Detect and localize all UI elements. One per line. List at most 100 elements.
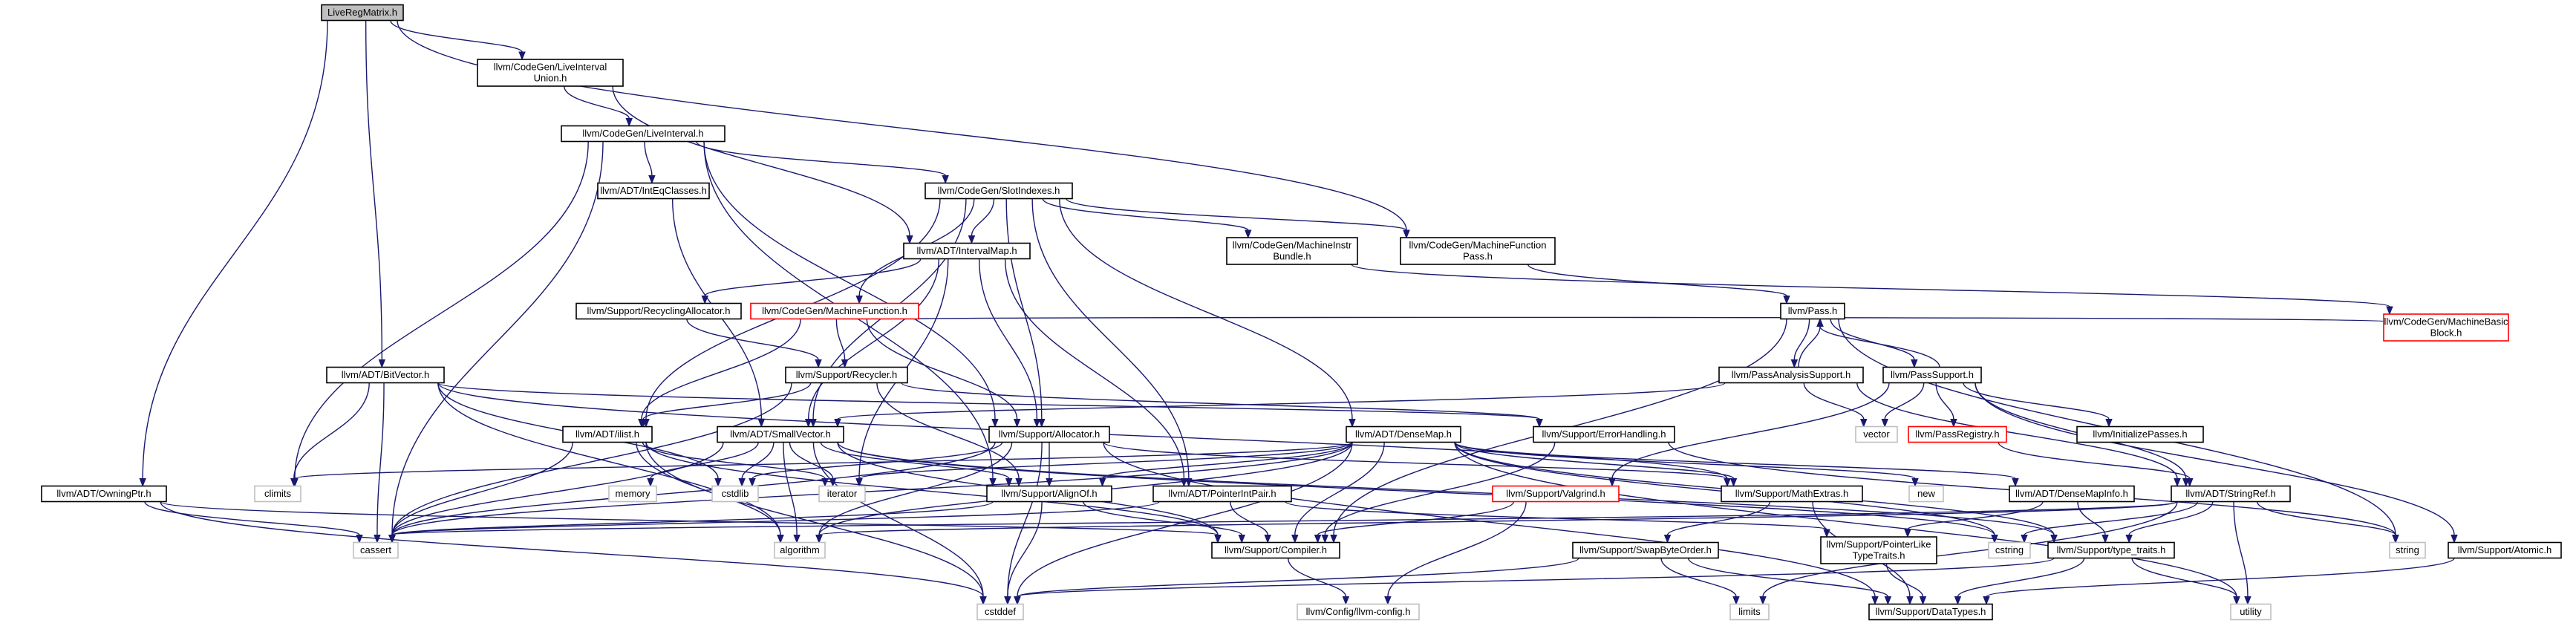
node-label: llvm/Support/SwapByteOrder.h bbox=[1579, 544, 1712, 555]
node-box bbox=[2009, 485, 2135, 503]
edge-arrowhead bbox=[1214, 535, 1222, 544]
edge-line bbox=[1017, 557, 2055, 598]
node-alignof[interactable]: llvm/Support/AlignOf.h bbox=[986, 485, 1112, 503]
node-atomic[interactable]: llvm/Support/Atomic.h bbox=[2448, 541, 2562, 559]
node-pass[interactable]: llvm/Pass.h bbox=[1780, 302, 1845, 320]
node-label: iterator bbox=[827, 488, 858, 499]
node-im[interactable]: llvm/ADT/IntervalMap.h bbox=[903, 242, 1031, 260]
node-valgrind[interactable]: llvm/Support/Valgrind.h bbox=[1492, 485, 1620, 503]
edge-line bbox=[1963, 382, 2110, 420]
node-root[interactable]: LiveRegMatrix.h bbox=[321, 4, 404, 22]
edge-arrowhead bbox=[2105, 419, 2113, 428]
node-dmi[interactable]: llvm/ADT/DenseMapInfo.h bbox=[2009, 485, 2135, 503]
node-label: llvm/Support/Allocator.h bbox=[999, 428, 1100, 440]
node-box bbox=[1868, 603, 1993, 621]
edge-alloc-to-alignof bbox=[1046, 442, 1053, 487]
node-tt[interactable]: llvm/Support/type_traits.h bbox=[2047, 541, 2175, 559]
edge-line bbox=[294, 441, 1353, 480]
edge-arrowhead bbox=[1264, 535, 1271, 544]
edge-mf-to-ilist bbox=[638, 319, 801, 428]
edge-arrowhead bbox=[1033, 419, 1041, 428]
node-pas[interactable]: llvm/PassAnalysisSupport.h bbox=[1718, 366, 1864, 384]
edge-line bbox=[1317, 501, 1515, 536]
node-box bbox=[818, 485, 866, 503]
edge-arrowhead bbox=[1884, 596, 1892, 605]
edge-line bbox=[391, 382, 792, 535]
node-sv[interactable]: llvm/ADT/SmallVector.h bbox=[717, 426, 844, 443]
node-box bbox=[717, 426, 844, 443]
node-alloc[interactable]: llvm/Support/Allocator.h bbox=[988, 426, 1110, 443]
edge-bv-to-cassert bbox=[374, 382, 385, 544]
node-compiler[interactable]: llvm/Support/Compiler.h bbox=[1211, 541, 1340, 559]
edge-op-to-cstddef bbox=[160, 501, 987, 605]
node-me[interactable]: llvm/Support/MathExtras.h bbox=[1721, 485, 1863, 503]
node-label: string bbox=[2396, 544, 2419, 555]
node-label: llvm/Support/MathExtras.h bbox=[1735, 488, 1848, 499]
edge-arrowhead bbox=[1860, 419, 1868, 428]
edge-line bbox=[391, 501, 994, 536]
edge-line bbox=[1454, 442, 1735, 480]
node-ip[interactable]: llvm/InitializePasses.h bbox=[2076, 426, 2204, 443]
node-box bbox=[750, 302, 919, 320]
edge-line bbox=[1666, 501, 1771, 535]
node-op[interactable]: llvm/ADT/OwningPtr.h bbox=[41, 485, 167, 503]
node-preg[interactable]: llvm/PassRegistry.h bbox=[1908, 426, 2007, 443]
edge-alloc-to-cstdlib bbox=[749, 442, 1003, 487]
edge-line bbox=[144, 501, 360, 536]
node-sbo[interactable]: llvm/Support/SwapByteOrder.h bbox=[1572, 541, 1719, 559]
edge-line bbox=[971, 198, 995, 236]
edge-line bbox=[1287, 558, 1347, 597]
edge-pas-to-sv bbox=[834, 382, 1726, 428]
node-ilist[interactable]: llvm/ADT/ilist.h bbox=[562, 426, 653, 443]
node-sr[interactable]: llvm/ADT/StringRef.h bbox=[2171, 485, 2291, 503]
edge-line bbox=[644, 141, 653, 176]
node-ra[interactable]: llvm/Support/RecyclingAllocator.h bbox=[575, 302, 742, 320]
node-label: algorithm bbox=[780, 544, 819, 555]
edge-line bbox=[1798, 326, 1821, 368]
edge-arrowhead bbox=[1245, 229, 1252, 239]
edge-arrowhead bbox=[855, 478, 863, 487]
node-cassert: cassert bbox=[353, 541, 399, 559]
edge-arrowhead bbox=[1904, 529, 1911, 538]
edge-ilist-to-iterator bbox=[642, 442, 829, 487]
node-eh[interactable]: llvm/Support/ErrorHandling.h bbox=[1533, 426, 1675, 443]
edge-line bbox=[1907, 501, 2044, 530]
node-new: new bbox=[1908, 485, 1944, 503]
node-label: memory bbox=[616, 488, 650, 499]
node-climits: climits bbox=[254, 485, 301, 503]
node-si[interactable]: llvm/CodeGen/SlotIndexes.h bbox=[925, 182, 1073, 200]
edge-arrowhead bbox=[388, 535, 396, 544]
node-li[interactable]: llvm/CodeGen/LiveInterval.h bbox=[561, 125, 725, 143]
node-box bbox=[988, 426, 1110, 443]
edge-atomic-to-dt bbox=[1983, 557, 2455, 605]
node-rec[interactable]: llvm/Support/Recycler.h bbox=[785, 366, 908, 384]
edge-line bbox=[1004, 258, 1185, 479]
node-label: llvm/Support/DataTypes.h bbox=[1876, 606, 1986, 617]
node-bv[interactable]: llvm/ADT/BitVector.h bbox=[326, 366, 445, 384]
edge-line bbox=[365, 20, 383, 360]
node-pip[interactable]: llvm/ADT/PointerIntPair.h bbox=[1152, 485, 1292, 503]
edge-line bbox=[696, 141, 946, 177]
edge-bv-to-climits bbox=[290, 382, 370, 487]
edge-arrowhead bbox=[809, 419, 817, 428]
node-mf[interactable]: llvm/CodeGen/MachineFunction.h bbox=[750, 302, 919, 320]
edge-arrowhead bbox=[2125, 535, 2133, 544]
node-iec[interactable]: llvm/ADT/IntEqClasses.h bbox=[597, 182, 710, 200]
node-algorithm: algorithm bbox=[774, 541, 826, 559]
edge-dm-to-compiler bbox=[1291, 442, 1385, 544]
node-box bbox=[477, 59, 624, 87]
node-dt[interactable]: llvm/Support/DataTypes.h bbox=[1868, 603, 1993, 621]
edge-sr-to-limits bbox=[1759, 501, 2178, 605]
edge-arrowhead bbox=[1013, 419, 1021, 428]
edge-arrowhead bbox=[1349, 419, 1356, 428]
node-ps[interactable]: llvm/PassSupport.h bbox=[1882, 366, 1982, 384]
node-dm[interactable]: llvm/ADT/DenseMap.h bbox=[1346, 426, 1461, 443]
node-box bbox=[1346, 426, 1461, 443]
edge-tt-to-cstddef bbox=[1014, 557, 2055, 605]
